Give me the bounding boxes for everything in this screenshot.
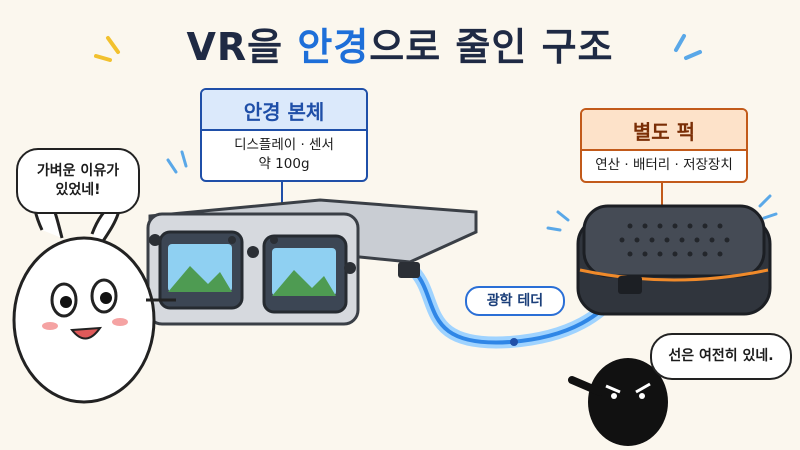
black-character — [568, 358, 668, 446]
title-part-3: 으로 줄인 구조 — [369, 25, 614, 69]
tether-label: 광학 테더 — [465, 286, 565, 316]
sparkle-marks-left — [94, 36, 120, 62]
speech-bubble-left: 가벼운 이유가 있었네! — [16, 148, 140, 214]
compute-puck — [576, 204, 772, 316]
puck-accent-stripe — [579, 268, 769, 282]
glasses-port — [398, 262, 420, 278]
puck-callout-line-1: 연산 · 배터리 · 저장장치 — [595, 157, 733, 173]
puck-callout-body: 연산 · 배터리 · 저장장치 — [582, 149, 746, 181]
glasses-callout-box: 안경 본체 디스플레이 · 센서 약 100g — [200, 88, 368, 182]
glasses-callout-heading: 안경 본체 — [202, 90, 366, 129]
puck-callout-box: 별도 퍽 연산 · 배터리 · 저장장치 — [580, 108, 748, 183]
speech-bubble-left-line-1: 가벼운 이유가 — [36, 163, 120, 179]
speaker-grille — [619, 223, 730, 257]
title-part-2: 안경 — [297, 25, 370, 69]
sensor-left-icon — [149, 234, 161, 246]
speech-bubble-left-line-2: 있었네! — [55, 182, 101, 198]
sparkle-marks-glasses — [166, 150, 778, 232]
puck-callout-heading: 별도 퍽 — [582, 110, 746, 149]
ar-glasses — [146, 198, 478, 326]
sensor-center-icon — [247, 246, 259, 258]
title-part-1: VR을 — [186, 25, 298, 69]
glasses-callout-line-2: 약 100g — [258, 156, 310, 172]
sparkle-marks-right — [674, 34, 702, 60]
glasses-callout-body: 디스플레이 · 센서 약 100g — [202, 129, 366, 180]
tether-label-dot — [510, 338, 518, 346]
puck-port — [618, 276, 642, 294]
glasses-callout-line-1: 디스플레이 · 센서 — [234, 137, 334, 153]
page-title: VR을 안경으로 줄인 구조 — [0, 16, 800, 71]
sensor-right-icon — [344, 262, 356, 274]
speech-bubble-right: 선은 여전히 있네. — [650, 333, 792, 380]
